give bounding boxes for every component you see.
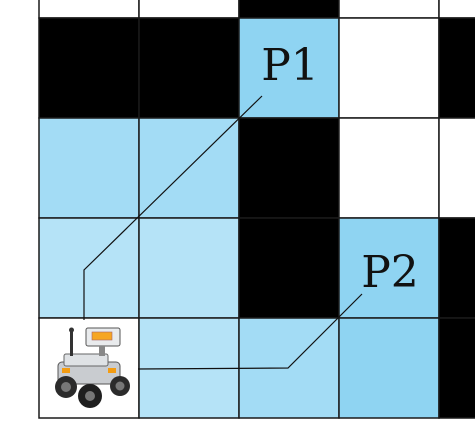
grid-cell-r1-c1-wall: [138, 17, 240, 119]
robot-rover-icon: [55, 327, 130, 408]
labels-layer: P1 P2: [261, 40, 419, 298]
grid-cell-r3-c2-wall: [238, 217, 340, 319]
grid-cell-r2-c2-wall: [238, 117, 340, 219]
route-line-p2: [137, 293, 363, 370]
route-lines: [83, 95, 363, 370]
grid-cell-r3-c0-path_light: [38, 217, 140, 319]
waypoint-label-p1: P1: [261, 40, 319, 91]
grid-cell-r3-c1-path_light: [138, 217, 240, 319]
grid-cell-r0-c4-free: [438, 0, 475, 19]
grid-cell-r4-c3-path_dark: [338, 317, 440, 419]
grid-cell-r0-c0-free: [38, 0, 140, 19]
grid-cell-r3-c4-wall: [438, 217, 475, 319]
cells-layer: [38, 0, 475, 419]
grid-cell-r1-c3-free: [338, 17, 440, 119]
route-line-p1: [83, 95, 263, 320]
grid-cell-r0-c2-wall: [238, 0, 340, 19]
grid-cell-r2-c0-path_mid: [38, 117, 140, 219]
grid-cell-r4-c4-wall: [438, 317, 475, 419]
waypoint-label-p2: P2: [361, 247, 419, 298]
grid-cell-r1-c4-wall: [438, 17, 475, 119]
grid-cell-r0-c1-free: [138, 0, 240, 19]
grid-cell-r2-c3-free: [338, 117, 440, 219]
grid-cell-r1-c0-wall: [38, 17, 140, 119]
grid-cell-r2-c4-free: [438, 117, 475, 219]
grid-cell-r0-c3-free: [338, 0, 440, 19]
